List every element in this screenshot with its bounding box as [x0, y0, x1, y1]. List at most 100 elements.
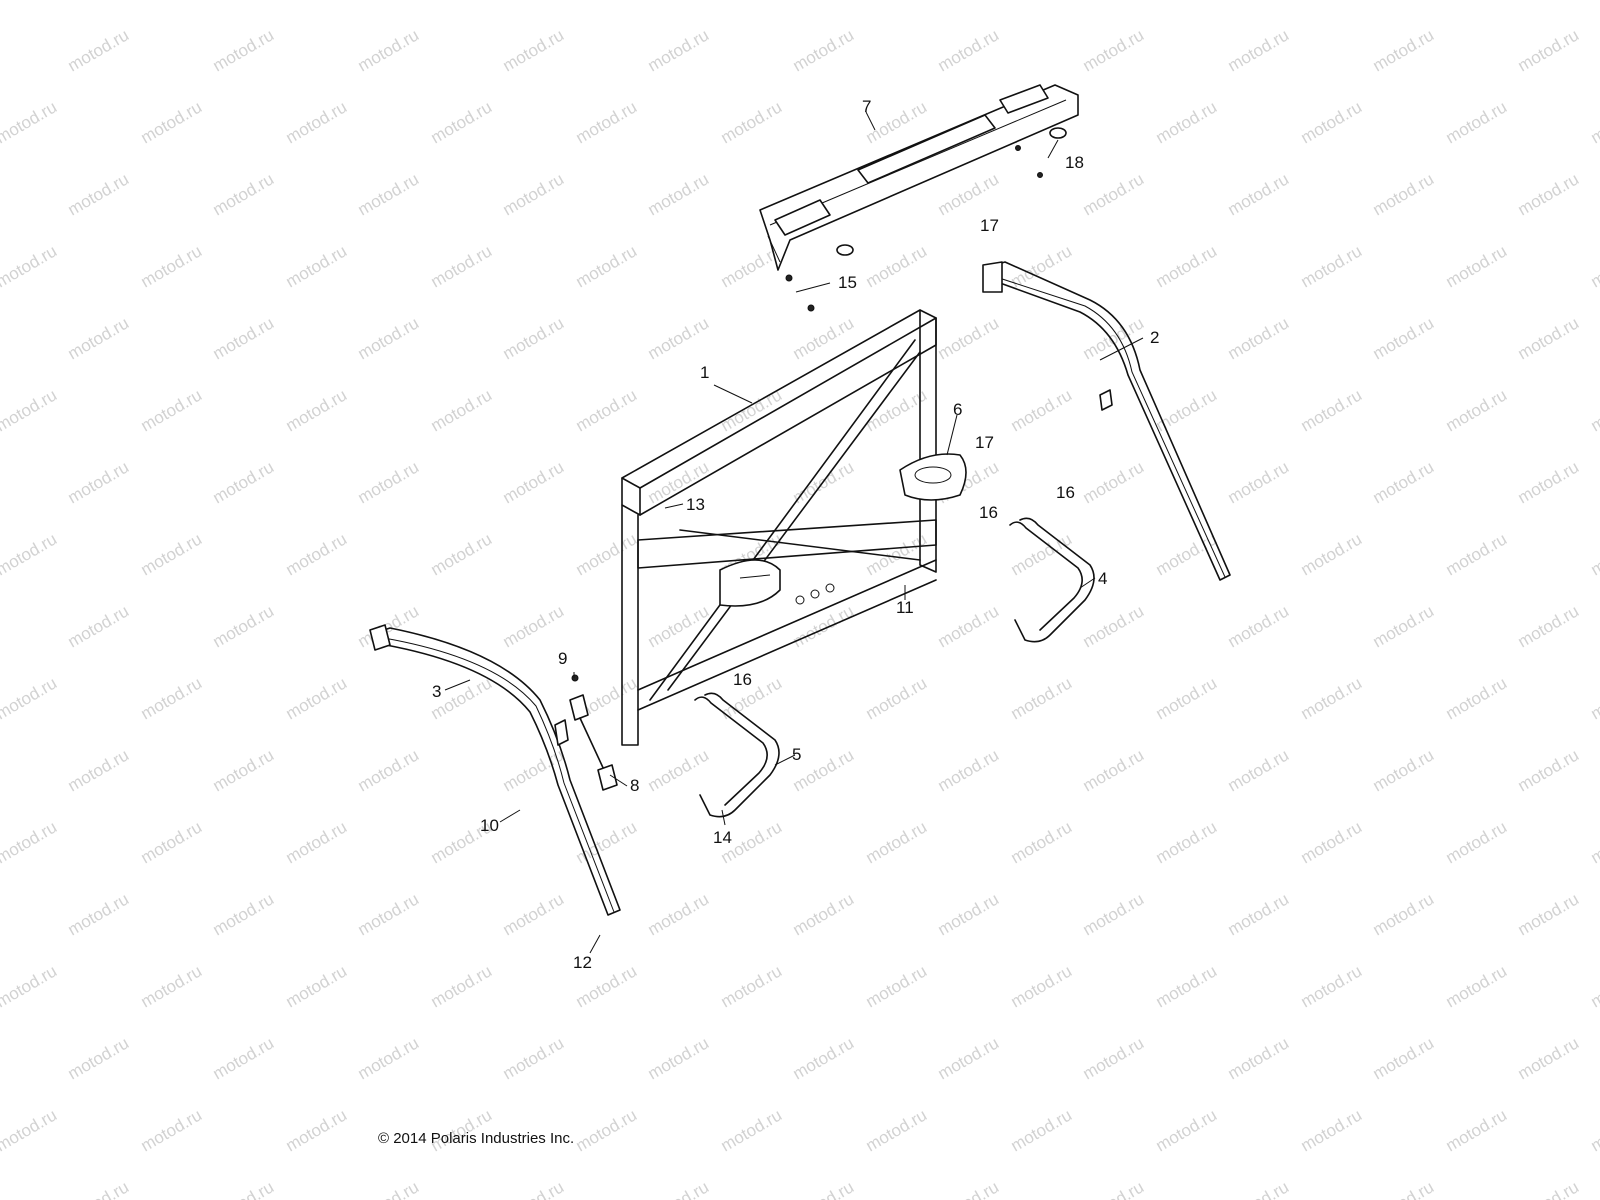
watermark-text: motod.ru [1443, 817, 1511, 867]
callout-1: 1 [700, 363, 709, 382]
watermark-text: motod.ru [935, 889, 1003, 939]
watermark-text: motod.ru [210, 1177, 278, 1200]
watermark-text: motod.ru [1443, 385, 1511, 435]
watermark-text: motod.ru [428, 961, 496, 1011]
watermark-text: motod.ru [500, 457, 568, 507]
watermark-text: motod.ru [1008, 961, 1076, 1011]
watermark-text: motod.ru [1298, 817, 1366, 867]
watermark-text: motod.ru [1298, 97, 1366, 147]
watermark-text: motod.ru [573, 529, 641, 579]
watermark-text: motod.ru [138, 0, 206, 3]
watermark-text: motod.ru [283, 673, 351, 723]
part-4-right-bracket [1009, 517, 1095, 643]
watermark-text: motod.ru [863, 0, 931, 3]
watermark-text: motod.ru [1370, 601, 1438, 651]
watermark-text: motod.ru [428, 385, 496, 435]
watermark-text: motod.ru [500, 889, 568, 939]
watermark-text: motod.ru [0, 817, 60, 867]
watermark-text: motod.ru [1298, 1105, 1366, 1155]
watermark-text: motod.ru [1443, 241, 1511, 291]
watermark-text: motod.ru [645, 889, 713, 939]
callout-16-c: 16 [733, 670, 752, 689]
callout-18: 18 [1065, 153, 1084, 172]
part-3-left-rollbar [369, 624, 621, 916]
watermark-text: motod.ru [283, 961, 351, 1011]
watermark-text: motod.ru [718, 97, 786, 147]
watermark-text: motod.ru [1443, 1105, 1511, 1155]
watermark-text: motod.ru [863, 241, 931, 291]
watermark-text: motod.ru [283, 1105, 351, 1155]
watermark-text: motod.ru [500, 601, 568, 651]
watermark-text: motod.ru [500, 169, 568, 219]
watermark-text: motod.ru [428, 97, 496, 147]
watermark-text: motod.ru [1225, 745, 1293, 795]
callout-3: 3 [432, 682, 441, 701]
callout-15: 15 [838, 273, 857, 292]
watermark-text: motod.ru [1298, 0, 1366, 3]
watermark-text: motod.ru [1225, 25, 1293, 75]
watermark-text: motod.ru [355, 1177, 423, 1200]
watermark-text: motod.ru [210, 457, 278, 507]
watermark-text: motod.ru [283, 385, 351, 435]
watermark-text: motod.ru [573, 385, 641, 435]
callout-6: 6 [953, 400, 962, 419]
callout-16-a: 16 [1056, 483, 1075, 502]
callout-7: 7 [862, 97, 871, 116]
watermark-text: motod.ru [1080, 601, 1148, 651]
watermark-text: motod.ru [1225, 313, 1293, 363]
watermark-text: motod.ru [573, 0, 641, 3]
watermark-text: motod.ru [1080, 169, 1148, 219]
watermark-text: motod.ru [210, 1033, 278, 1083]
watermark-text: motod.ru [1298, 673, 1366, 723]
watermark-text: motod.ru [1153, 673, 1221, 723]
watermark-text: motod.ru [790, 1177, 858, 1200]
callout-labels: 1 2 3 4 5 6 7 8 9 10 11 12 13 14 15 16 1… [432, 97, 1159, 972]
watermark-text: motod.ru [428, 241, 496, 291]
watermark-text: motod.ru [355, 889, 423, 939]
leader-lines [444, 111, 1144, 954]
watermark-text: motod.ru [355, 745, 423, 795]
watermark-text: motod.ru [0, 0, 60, 3]
watermark-text: motod.ru [1443, 0, 1511, 3]
watermark-text: motod.ru [65, 25, 133, 75]
watermark-text: motod.ru [1008, 1105, 1076, 1155]
part-1-rear-frame [621, 309, 937, 746]
watermark-text: motod.ru [935, 313, 1003, 363]
watermark-text: motod.ru [0, 673, 60, 723]
watermark-text: motod.ru [1588, 673, 1600, 723]
watermark-text: motod.ru [283, 0, 351, 3]
watermark-text: motod.ru [0, 1105, 60, 1155]
watermark-text: motod.ru [1298, 385, 1366, 435]
watermark-text: motod.ru [1225, 601, 1293, 651]
watermark-text: motod.ru [790, 313, 858, 363]
watermark-text: motod.ru [210, 889, 278, 939]
watermark-text: motod.ru [1515, 313, 1583, 363]
watermark-text: motod.ru [935, 169, 1003, 219]
watermark-text: motod.ru [0, 385, 60, 435]
watermark-text: motod.ru [645, 745, 713, 795]
watermark-text: motod.ru [1008, 529, 1076, 579]
watermark-text: motod.ru [1443, 529, 1511, 579]
watermark-text: motod.ru [1225, 457, 1293, 507]
watermark-text: motod.ru [1370, 25, 1438, 75]
watermark-text: motod.ru [1225, 889, 1293, 939]
watermark-text: motod.ru [935, 601, 1003, 651]
callout-8: 8 [630, 776, 639, 795]
watermark-text: motod.ru [1515, 25, 1583, 75]
watermark-text: motod.ru [0, 961, 60, 1011]
watermark-text: motod.ru [1515, 745, 1583, 795]
watermark-text: motod.ru [1370, 1033, 1438, 1083]
watermark-text: motod.ru [1153, 817, 1221, 867]
watermark-text: motod.ru [65, 457, 133, 507]
part-2-right-rollbar [982, 261, 1231, 581]
watermark-text: motod.ru [500, 1033, 568, 1083]
watermark-text: motod.ru [935, 1177, 1003, 1200]
watermark-text: motod.ru [573, 1105, 641, 1155]
callout-17-b: 17 [980, 216, 999, 235]
callout-14: 14 [713, 828, 732, 847]
watermark-text: motod.ru [935, 745, 1003, 795]
watermark-text: motod.ru [1370, 1177, 1438, 1200]
watermark-text: motod.ru [1080, 745, 1148, 795]
